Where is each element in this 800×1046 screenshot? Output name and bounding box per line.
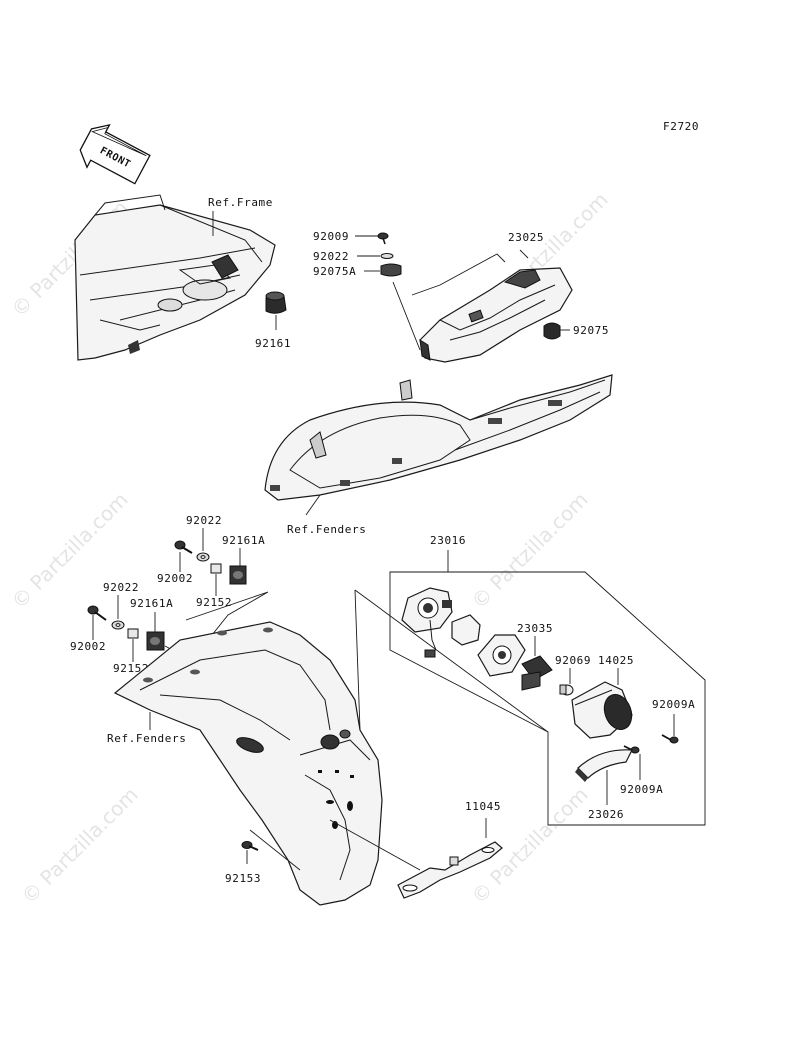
socket-23035 [477, 634, 526, 677]
bolt-92002-lower [87, 605, 107, 621]
screw-92009 [377, 232, 389, 245]
part-label: 14025 [598, 654, 634, 667]
part-label: 92009 [313, 230, 349, 243]
reflector-23026 [575, 749, 633, 782]
lamp-housing-23016 [401, 587, 481, 658]
front-arrow-icon: FRONT [79, 123, 151, 185]
part-label: 92161A [222, 534, 265, 547]
rear-frame-drawing [74, 194, 276, 361]
connector-23035 [521, 655, 553, 691]
washer-92022-lower [111, 620, 125, 630]
leader-line [411, 253, 506, 296]
washer-92022-upper [380, 253, 394, 259]
part-label: 92161 [255, 337, 291, 350]
collar-92152-upper [210, 563, 222, 574]
leader-line [354, 589, 361, 731]
leader-line [392, 281, 421, 351]
part-label: 92022 [313, 250, 349, 263]
part-label: 23035 [517, 622, 553, 635]
leader-line [354, 589, 549, 733]
part-label: 92022 [103, 581, 139, 594]
watermark-text: © Partzilla.com [7, 487, 133, 613]
part-label: 23025 [508, 231, 544, 244]
part-label: 92009A [652, 698, 695, 711]
grommet-92075 [543, 322, 561, 340]
part-label: 92002 [70, 640, 106, 653]
watermark-text: © Partzilla.com [17, 782, 143, 908]
grommet-92161 [265, 291, 287, 314]
washer-92022-mid [196, 552, 210, 562]
assembly-outline [389, 571, 706, 826]
part-label: 92152 [196, 596, 232, 609]
leader-line [305, 494, 321, 516]
damper-92161A-lower [146, 631, 165, 651]
figure-code: F2720 [663, 120, 699, 133]
bulb-92069 [559, 684, 574, 696]
bolt-92153 [241, 841, 259, 851]
part-label: 92069 [555, 654, 591, 667]
part-label: 92009A [620, 783, 663, 796]
watermark-text: © Partzilla.com [467, 487, 593, 613]
collar-92152-lower [127, 628, 139, 639]
lens-14025 [571, 681, 633, 739]
grommet-92075A [380, 263, 402, 277]
part-label: 92075A [313, 265, 356, 278]
part-label: 23016 [430, 534, 466, 547]
part-label: 11045 [465, 800, 501, 813]
part-label: 92153 [225, 872, 261, 885]
part-label: 92022 [186, 514, 222, 527]
part-label: 92002 [157, 572, 193, 585]
leader-line [185, 591, 269, 641]
license-bracket-11045 [397, 841, 503, 899]
tail-light-assembly-23025 [419, 267, 573, 363]
leader-line [329, 819, 421, 871]
rear-fender-drawing [113, 621, 383, 906]
part-label: 92152 [113, 662, 149, 675]
bolt-92002-upper [174, 540, 193, 554]
leader-line [519, 249, 529, 259]
ref-fenders-bottom-label: Ref.Fenders [107, 732, 186, 745]
ref-frame-label: Ref.Frame [208, 196, 273, 209]
part-label: 92161A [130, 597, 173, 610]
part-label: 23026 [588, 808, 624, 821]
upper-fender-drawing [264, 374, 613, 501]
screw-92009A-right [661, 734, 679, 744]
part-label: 92075 [573, 324, 609, 337]
damper-92161A-upper [229, 565, 247, 585]
leader-line [249, 829, 301, 871]
ref-fenders-top-label: Ref.Fenders [287, 523, 366, 536]
